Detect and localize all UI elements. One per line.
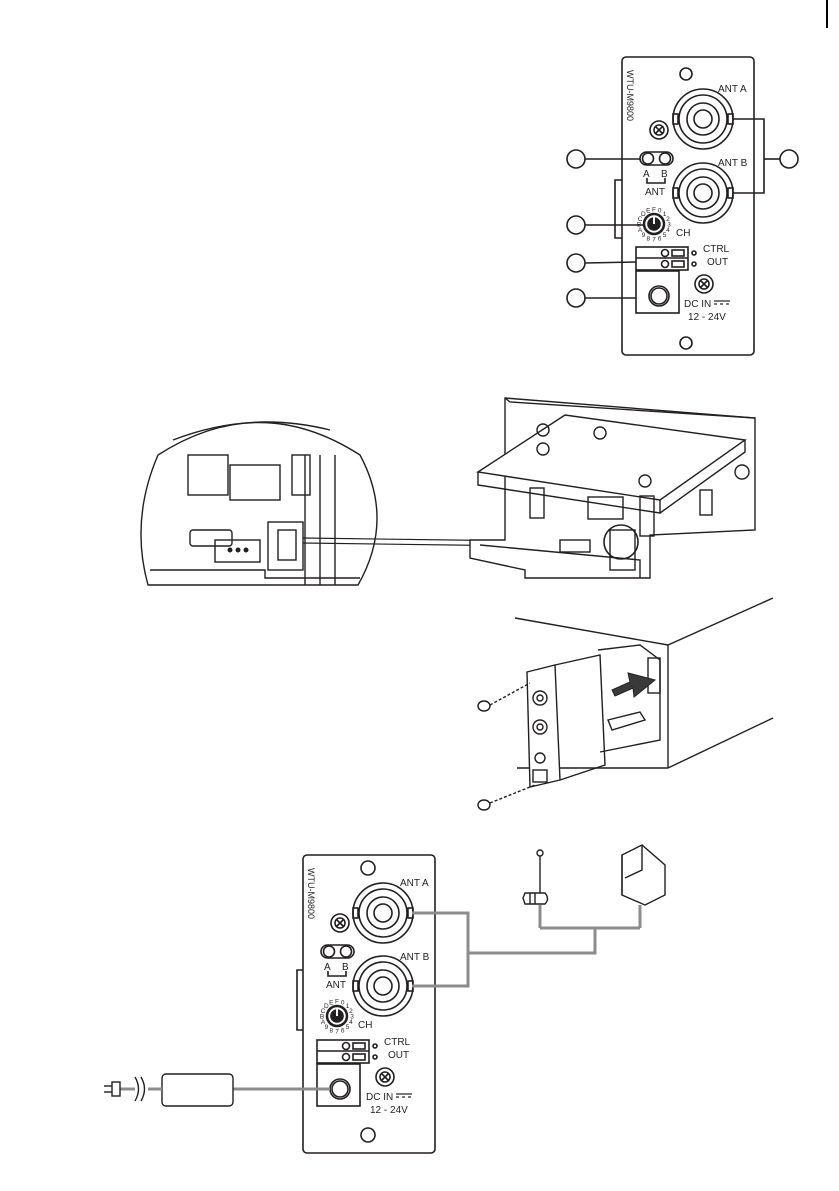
screw-icon (478, 683, 530, 711)
led-b-label-bottom: B (342, 962, 349, 973)
voltage-label-top: 12 - 24V (688, 312, 726, 323)
ch-label-bottom: CH (358, 1020, 372, 1031)
ant-label-top: ANT (645, 187, 665, 198)
ant-b-label-top: ANT B (718, 158, 748, 169)
module-insertion-view (478, 598, 773, 810)
dial-char: 4 (349, 1019, 353, 1026)
ant-label-bottom: ANT (326, 980, 346, 991)
dial-char: 8 (329, 1027, 333, 1034)
out-label-top: OUT (707, 257, 728, 268)
receiver-module-insert (527, 655, 605, 787)
dial-char: 8 (646, 235, 650, 242)
ch-label-top: CH (676, 228, 690, 239)
dial-char: 4 (666, 227, 670, 234)
screw-icon (478, 785, 535, 810)
dial-char: 0 (658, 208, 662, 215)
model-label-top: WTU-M9800 (625, 70, 635, 121)
dial-char: 7 (335, 1029, 339, 1036)
dial-char: E (646, 208, 651, 215)
led-b-label-top: B (661, 169, 668, 180)
dial-char: 7 (652, 237, 656, 244)
dial-char: 0 (341, 1000, 345, 1007)
receiver-board-assembly (470, 398, 755, 578)
ant-a-label-bottom: ANT A (400, 878, 429, 889)
dial-char: E (329, 1000, 334, 1007)
ant-b-label-bottom: ANT B (400, 952, 430, 963)
out-label-bottom: OUT (388, 1050, 409, 1061)
dial-char: F (652, 207, 656, 214)
dial-char: 6 (341, 1027, 345, 1034)
front-panel-bottom: WTU-M9800 A B (297, 855, 435, 1153)
power-adaptor-cable (104, 1074, 330, 1106)
voltage-label-bottom: 12 - 24V (370, 1105, 408, 1116)
dial-char: 5 (663, 232, 667, 239)
model-label-bottom: WTU-M9800 (306, 868, 316, 919)
ctrl-label-bottom: CTRL (384, 1037, 411, 1048)
led-a-label-bottom: A (324, 962, 331, 973)
front-panel-top: WTU-M9800 (567, 57, 798, 355)
led-a-label-top: A (643, 169, 650, 180)
dial-char: 5 (346, 1024, 350, 1031)
antenna-cables (412, 905, 640, 986)
dial-char: 6 (658, 235, 662, 242)
dc-in-label-top: DC IN (684, 299, 711, 310)
internal-board-view (141, 398, 755, 585)
dc-in-label-bottom: DC IN (366, 1092, 393, 1103)
ctrl-label-top: CTRL (703, 244, 730, 255)
wall-antenna-icon (622, 845, 665, 905)
antenna-icon (523, 850, 548, 904)
dial-char: F (335, 999, 339, 1006)
ant-a-label-top: ANT A (718, 84, 747, 95)
